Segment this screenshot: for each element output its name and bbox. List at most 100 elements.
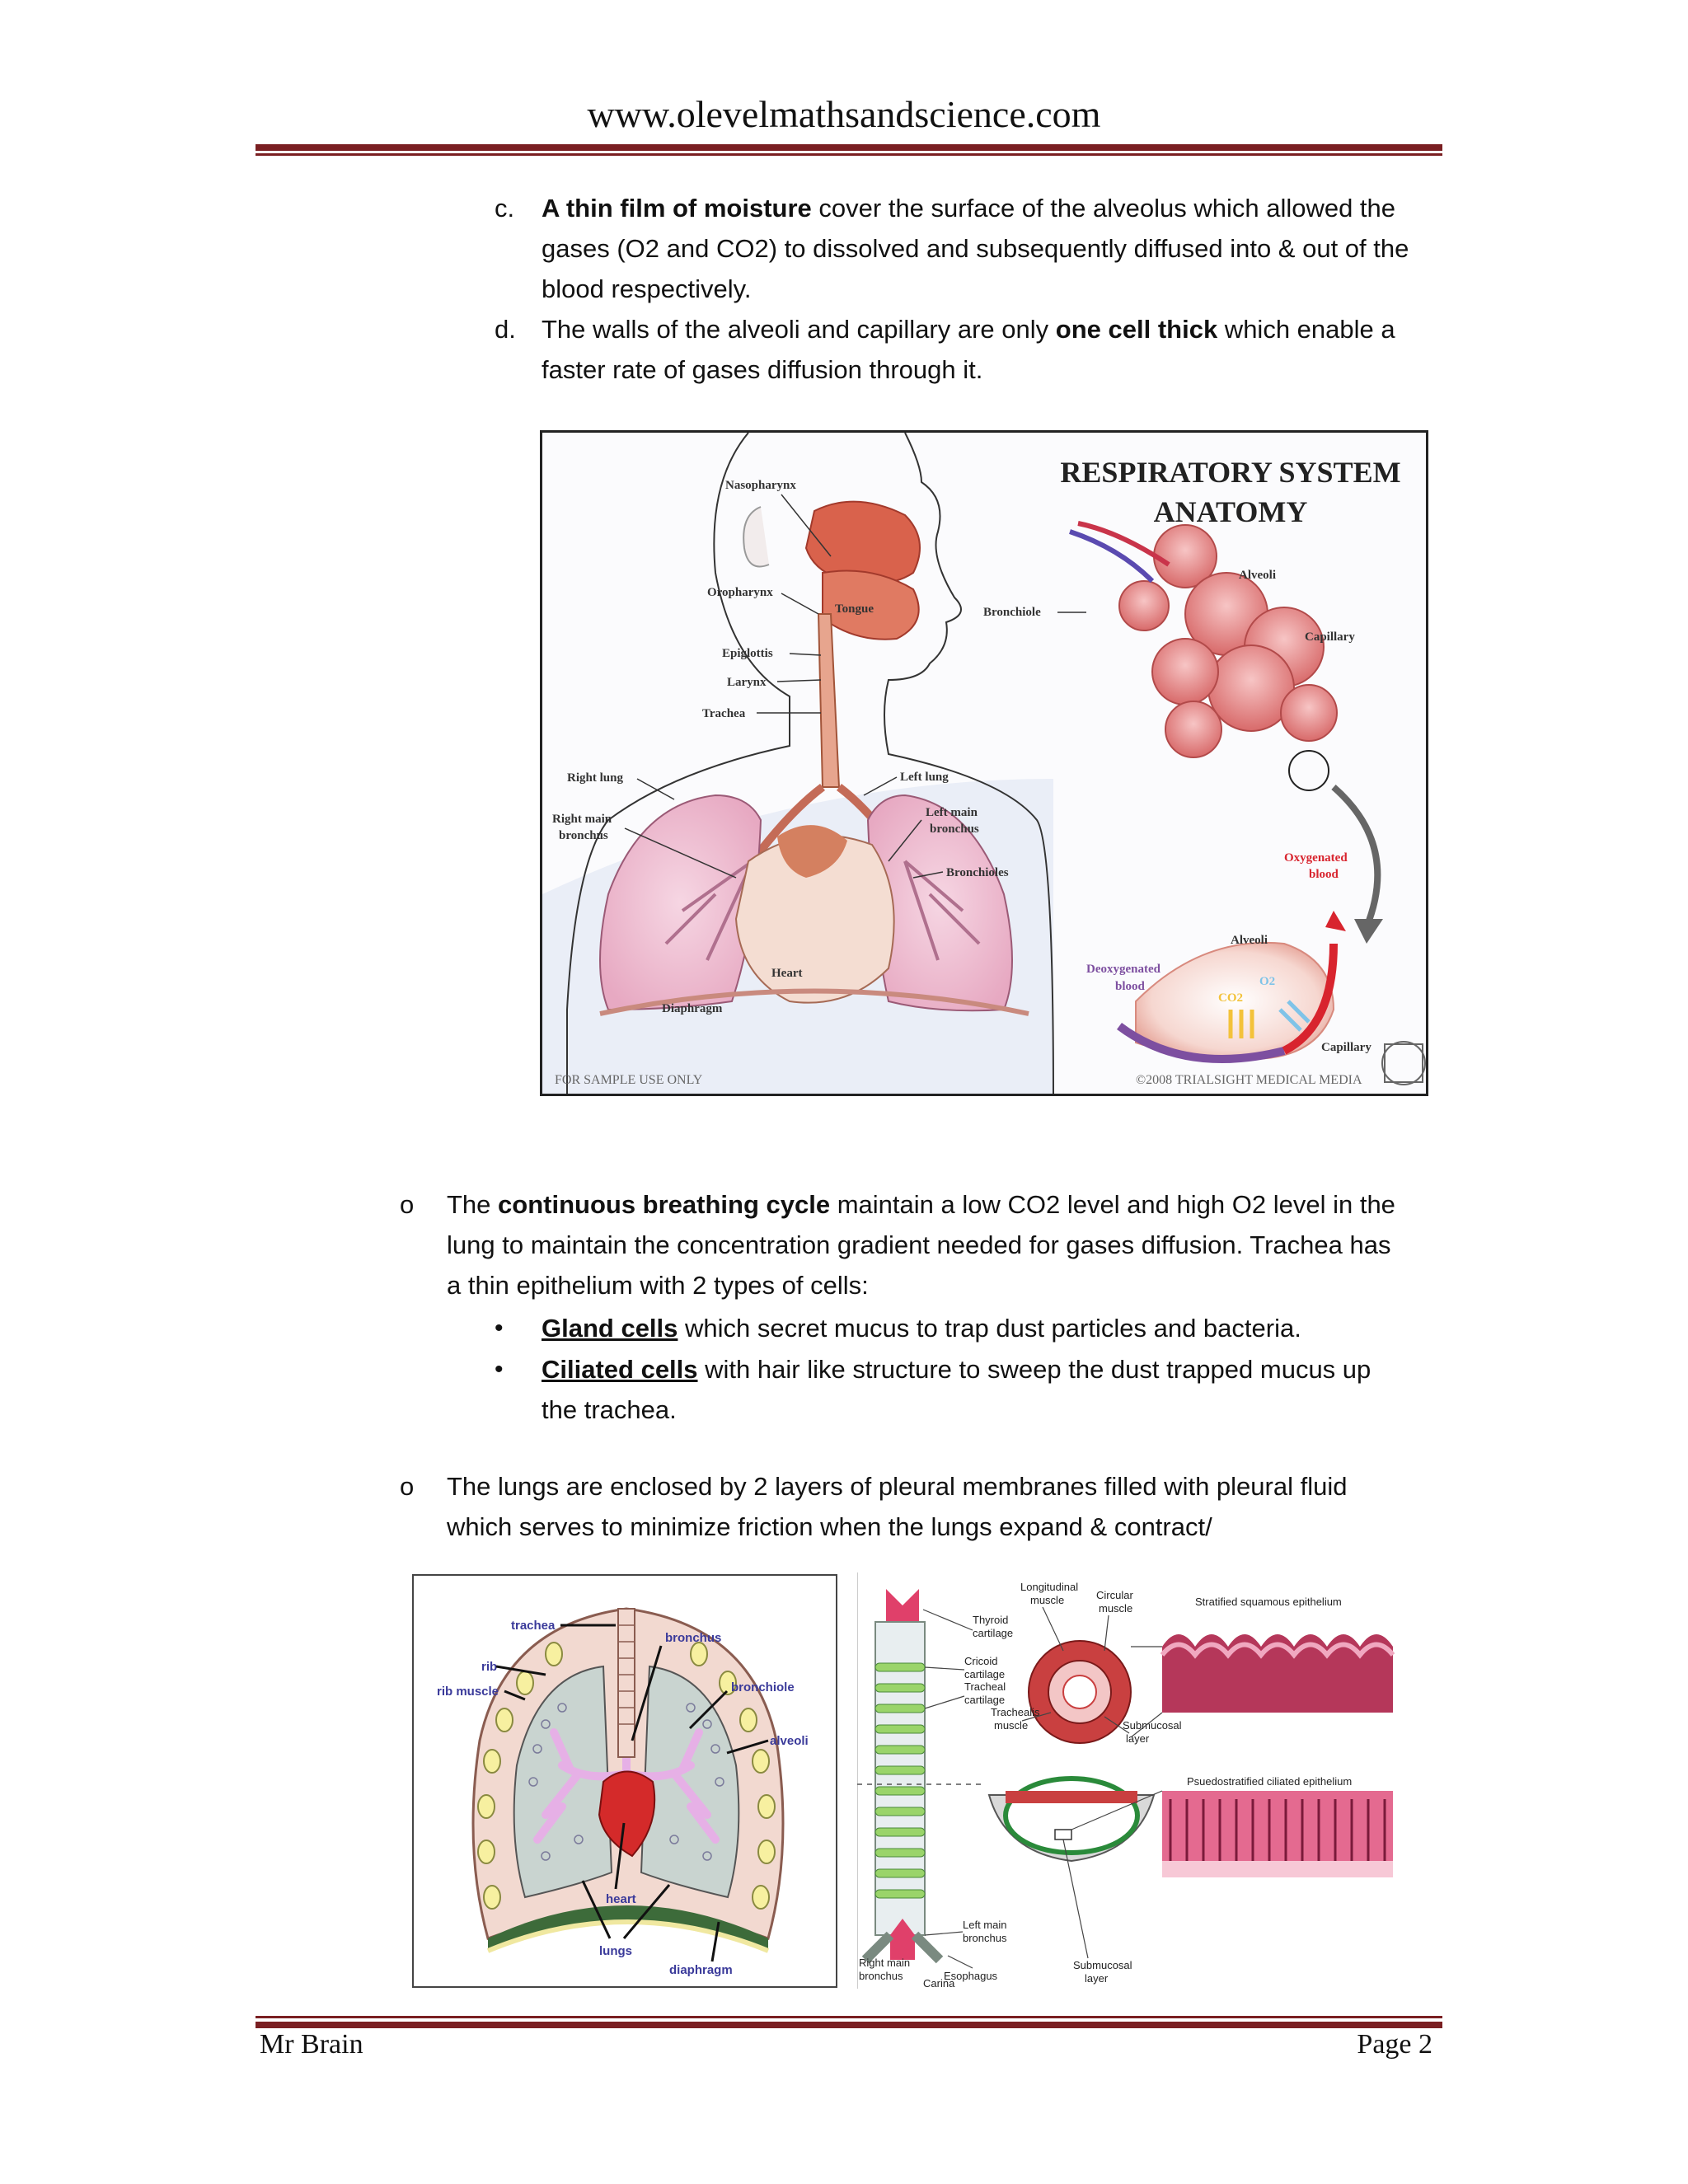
thorax-label-lungs: lungs	[599, 1944, 632, 1958]
label-left-main-bronchus-2: bronchus	[930, 823, 979, 836]
label-left-main-1: Left main	[963, 1919, 1006, 1931]
label-circular-1: Circular	[1096, 1589, 1133, 1601]
label-cricoid-2: cartilage	[964, 1668, 1005, 1680]
thorax-diagram-figure: trachea bronchus rib rib muscle bronchio…	[412, 1574, 837, 1988]
respiratory-system-figure: RESPIRATORY SYSTEM ANATOMY Nasopharynx O…	[540, 430, 1428, 1096]
thorax-label-trachea: trachea	[511, 1619, 556, 1633]
item-c-line3: blood respectively.	[542, 274, 752, 303]
label-capillary-inset: Capillary	[1321, 1041, 1372, 1054]
label-deoxygenated-2: blood	[1115, 980, 1146, 993]
label-epiglottis: Epiglottis	[722, 647, 773, 660]
ciliated-cells-term: Ciliated cells	[542, 1355, 698, 1384]
bullet-2-line1: The lungs are enclosed by 2 layers of pl…	[447, 1472, 1348, 1501]
thorax-trachea	[617, 1608, 635, 1758]
item-c-rest: cover the surface of the alveolus which …	[811, 194, 1396, 223]
sub-bullet-1-marker: •	[495, 1315, 504, 1342]
bullet-1-pre: The	[447, 1190, 499, 1219]
diaphragm-line	[599, 988, 1029, 1016]
copyright-text: ©2008 TRIALSIGHT MEDICAL MEDIA	[1136, 1073, 1362, 1087]
label-cricoid-1: Cricoid	[964, 1655, 997, 1667]
label-circular-2: muscle	[1099, 1602, 1132, 1615]
fig1-title-line2: ANATOMY	[1154, 495, 1308, 528]
item-c-marker: c.	[495, 194, 515, 223]
watermark-sample: FOR SAMPLE USE ONLY	[555, 1073, 703, 1087]
label-longitudinal-2: muscle	[1030, 1594, 1064, 1606]
vitruvian-logo-icon	[1381, 1041, 1426, 1085]
label-thyroid-2: cartilage	[973, 1627, 1013, 1639]
label-right-main-bronchus-2: bronchus	[559, 829, 608, 842]
label-left-main-2: bronchus	[963, 1932, 1007, 1944]
label-carina: Carina	[923, 1977, 955, 1989]
label-deoxygenated-1: Deoxygenated	[1086, 963, 1161, 976]
sub-bullet-2-post: with hair like structure to sweep the du…	[697, 1355, 1372, 1384]
label-oxygenated-2: blood	[1309, 868, 1339, 881]
label-longitudinal-1: Longitudinal	[1020, 1581, 1078, 1593]
thorax-label-rib: rib	[481, 1660, 497, 1674]
label-tongue: Tongue	[835, 602, 874, 616]
label-capillary: Capillary	[1305, 630, 1355, 644]
label-trachea: Trachea	[702, 707, 746, 720]
bullet-1-line1: The continuous breathing cycle maintain …	[447, 1184, 1395, 1225]
item-d-post: which enable a	[1217, 315, 1395, 344]
bullet-2-line2: which serves to minimize friction when t…	[447, 1512, 1212, 1541]
thorax-label-diaphragm: diaphragm	[669, 1963, 733, 1977]
label-right-lung: Right lung	[567, 771, 623, 785]
label-left-lung: Left lung	[900, 771, 949, 784]
trachea-illustration: Longitudinal muscle Circular muscle Thyr…	[857, 1572, 1395, 1989]
label-diaphragm: Diaphragm	[662, 1002, 723, 1015]
site-url-header: www.olevelmathsandscience.com	[587, 93, 1101, 135]
footer-author: Mr Brain	[260, 2029, 363, 2060]
label-tracheal-1: Tracheal	[964, 1680, 1006, 1693]
label-tracheal-2: cartilage	[964, 1694, 1005, 1706]
label-pseudostratified: Psuedostratified ciliated epithelium	[1187, 1775, 1352, 1788]
item-d-marker: d.	[495, 315, 516, 344]
sub-bullet-1-post: which secret mucus to trap dust particle…	[678, 1314, 1301, 1343]
label-left-main-bronchus-1: Left main	[926, 806, 978, 819]
sub-bullet-2: Ciliated cells with hair like structure …	[542, 1349, 1371, 1390]
label-o2: O2	[1259, 975, 1275, 988]
label-oropharynx: Oropharynx	[707, 586, 773, 599]
label-alveoli: Alveoli	[1239, 569, 1276, 582]
thorax-label-alveoli: alveoli	[770, 1734, 809, 1748]
footer-rule	[256, 2022, 1442, 2028]
respiratory-system-illustration: RESPIRATORY SYSTEM ANATOMY Nasopharynx O…	[542, 433, 1426, 1094]
alveoli-cluster	[1069, 521, 1338, 791]
label-alveoli-inset: Alveoli	[1231, 934, 1268, 947]
label-stratified: Stratified squamous epithelium	[1195, 1596, 1342, 1608]
label-trachealis-2: muscle	[994, 1719, 1028, 1732]
bullet-1-bold: continuous breathing cycle	[498, 1190, 831, 1219]
head-outline	[566, 433, 790, 1094]
label-esophagus: Esophagus	[944, 1970, 998, 1982]
right-lung-shape	[599, 794, 762, 1011]
bullet-1-post: maintain a low CO2 level and high O2 lev…	[830, 1190, 1395, 1219]
label-trachealis-1: Trachealis	[991, 1706, 1040, 1718]
ribs-group	[477, 1642, 776, 1910]
header-rule-thin	[256, 153, 1442, 156]
item-d-line2: faster rate of gases diffusion through i…	[542, 355, 983, 384]
item-d-bold: one cell thick	[1055, 315, 1218, 344]
sub-bullet-2-marker: •	[495, 1356, 504, 1383]
item-c-line1: A thin film of moisture cover the surfac…	[542, 188, 1395, 228]
sub-bullet-2-line2: the trachea.	[542, 1395, 677, 1424]
thorax-heart	[598, 1770, 656, 1858]
label-submucosal2-1: Submucosal	[1073, 1959, 1132, 1971]
label-right-main-2: bronchus	[859, 1970, 903, 1982]
thorax-label-bronchiole: bronchiole	[731, 1680, 795, 1694]
trachea-structure-figure: Longitudinal muscle Circular muscle Thyr…	[857, 1572, 1401, 1989]
thorax-label-rib-muscle: rib muscle	[437, 1685, 499, 1699]
item-d-pre: The walls of the alveoli and capillary a…	[542, 315, 1056, 344]
thyroid-cartilage-shape	[886, 1589, 919, 1622]
label-right-main-bronchus-1: Right main	[552, 813, 612, 826]
label-nasopharynx: Nasopharynx	[725, 479, 796, 492]
thorax-label-bronchus: bronchus	[665, 1631, 721, 1645]
label-right-main-1: Right main	[859, 1957, 910, 1969]
label-submucosal2-2: layer	[1085, 1972, 1109, 1985]
bullet-1-line3: a thin epithelium with 2 types of cells:	[447, 1271, 869, 1300]
thorax-illustration: trachea bronchus rib rib muscle bronchio…	[437, 1607, 809, 1977]
label-oxygenated-1: Oxygenated	[1284, 851, 1348, 865]
label-larynx: Larynx	[727, 676, 767, 689]
tongue-shape	[822, 569, 920, 640]
fig1-title-line1: RESPIRATORY SYSTEM	[1060, 456, 1400, 489]
bullet-1-line2: lung to maintain the concentration gradi…	[447, 1230, 1391, 1259]
thorax-label-heart: heart	[606, 1892, 636, 1906]
